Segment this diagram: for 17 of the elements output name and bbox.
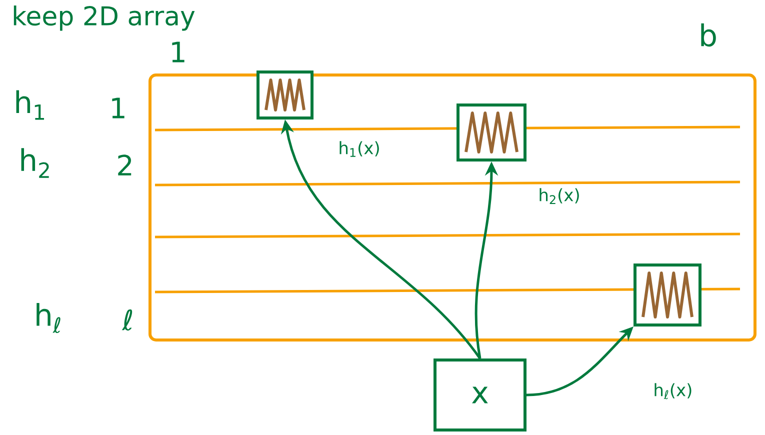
edge-label: h$_{1}$(x)	[337, 140, 382, 158]
hash-function-name: h$_{1}$	[16, 90, 44, 120]
filled-cell	[256, 70, 314, 120]
row-number: 2	[118, 154, 132, 176]
filled-cell	[456, 104, 526, 162]
column-number: b	[701, 23, 716, 47]
column-number: 1	[172, 42, 184, 62]
input-box: x	[434, 358, 526, 432]
edge-label: h$_{ℓ}$(x)	[652, 382, 694, 400]
row-number: 1	[112, 98, 124, 118]
edge-label: h$_{2}$(x)	[537, 187, 582, 205]
array-grid	[148, 74, 756, 342]
hash-function-name: h$_{ℓ}$	[36, 302, 60, 334]
row-number: ℓ	[122, 309, 132, 331]
filled-cell	[634, 264, 702, 326]
hash-function-name: h$_{2}$	[21, 148, 49, 178]
title: keep 2D array	[14, 6, 195, 31]
